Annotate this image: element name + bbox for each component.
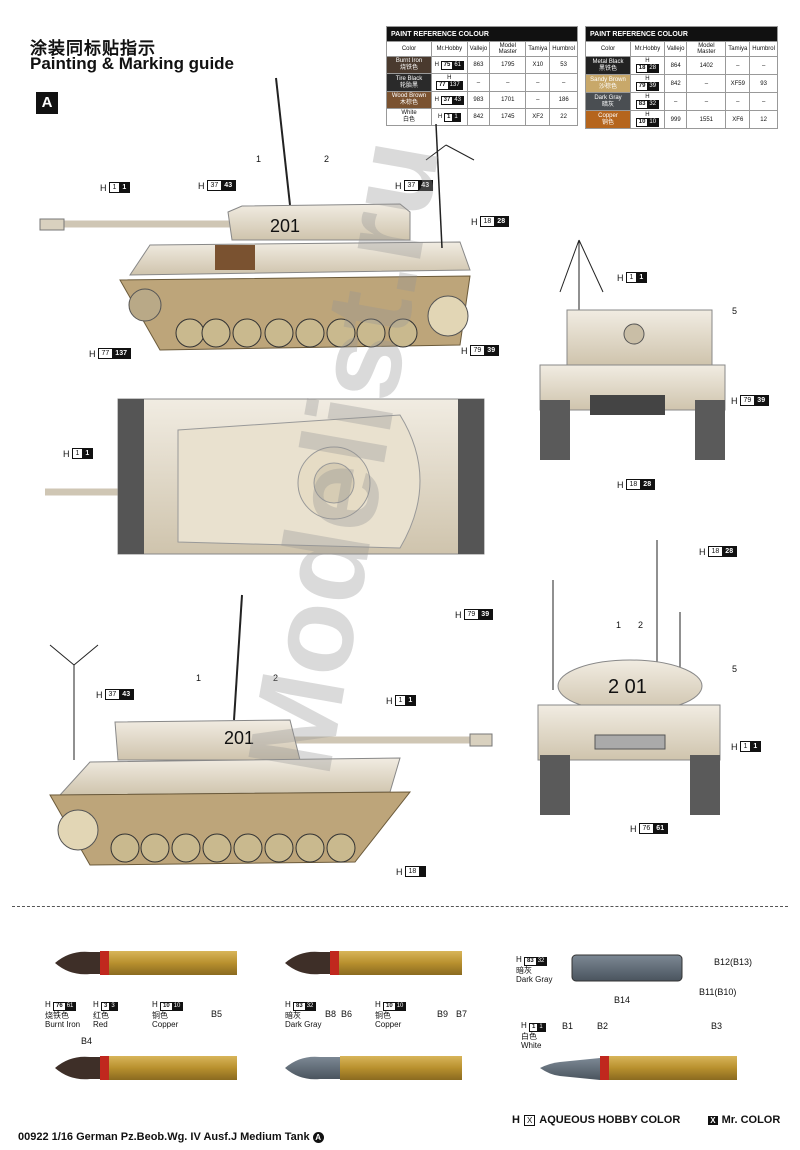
sheet-letter-badge: A — [36, 92, 58, 114]
model-master-cell: 1745 — [489, 108, 527, 126]
marking-number: 2 — [638, 620, 644, 630]
ammo-part-b9: B9 — [437, 1009, 449, 1019]
paint-table-2: PAINT REFERENCE COLOUR Color Mr.Hobby Va… — [585, 26, 778, 129]
top-view — [45, 398, 485, 555]
humbrol-cell: 12 — [749, 110, 778, 129]
legend-box: X — [523, 1114, 536, 1126]
tamiya-cell: XF59 — [725, 74, 751, 93]
title-english: Painting & Marking guide — [30, 54, 235, 73]
paint-table-caption: PAINT REFERENCE COLOUR — [386, 26, 578, 42]
side-view-right — [49, 594, 493, 866]
section-divider — [12, 906, 788, 907]
ammo-part-b2: B2 — [597, 1021, 609, 1031]
ammo-part-b1: B1 — [562, 1021, 574, 1031]
legend-mr-box: X — [708, 1115, 718, 1125]
marking-number: 2 — [324, 154, 330, 164]
ammo-part-b11: B11(B10) — [699, 987, 737, 997]
front-view — [539, 239, 726, 460]
tamiya-cell: XF2 — [525, 108, 551, 126]
turret-number-rear: 2 01 — [608, 676, 647, 698]
legend-aqueous: AQUEOUS HOBBY COLOR — [539, 1114, 681, 1126]
ammo-part-b5: B5 — [211, 1009, 223, 1019]
paint-table-1: PAINT REFERENCE COLOUR Color Mr.Hobby Va… — [386, 26, 578, 126]
footer-sheet-badge: A — [312, 1132, 324, 1143]
marking-number: 5 — [732, 306, 738, 316]
model-master-cell: 1551 — [686, 110, 727, 129]
ammo-shells — [55, 951, 737, 1080]
legend-mr-color: Mr. COLOR — [721, 1114, 781, 1126]
humbrol-cell: 22 — [549, 108, 578, 126]
col-header: Tamiya — [725, 41, 751, 57]
paint-table-caption: PAINT REFERENCE COLOUR — [585, 26, 778, 42]
rear-view — [537, 540, 721, 815]
marking-number: 1 — [196, 673, 202, 683]
ammo-part-b3: B3 — [711, 1021, 723, 1031]
ammo-part-b14: B14 — [614, 995, 631, 1005]
footer-product-code: 00922 1/16 German Pz.Beob.Wg. IV Ausf.J … — [18, 1131, 324, 1143]
ammo-part-b8: B8 — [325, 1009, 337, 1019]
ammo-part-b6: B6 — [341, 1009, 353, 1019]
turret-number-left: 201 — [270, 216, 301, 236]
tamiya-cell: XF6 — [725, 110, 751, 129]
marking-number: 1 — [256, 154, 262, 164]
legend-h: H — [512, 1114, 520, 1126]
marking-number: 2 — [273, 673, 279, 683]
ammo-part-b4: B4 — [81, 1036, 93, 1046]
marking-number: 5 — [732, 664, 738, 674]
side-view-left — [39, 77, 475, 351]
marking-number: 1 — [616, 620, 622, 630]
ammo-part-b7: B7 — [456, 1009, 468, 1019]
turret-number-right: 201 — [224, 728, 255, 748]
ammo-part-b12: B12(B13) — [714, 957, 753, 967]
title-chinese: 涂装同标贴指示 — [30, 39, 156, 58]
